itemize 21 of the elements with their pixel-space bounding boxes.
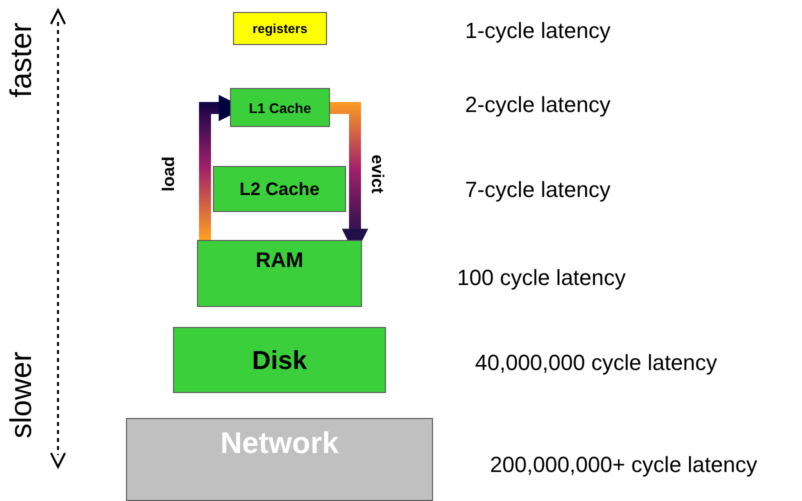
latency-label: 1-cycle latency xyxy=(465,18,611,44)
box-label: registers xyxy=(252,21,308,36)
latency-label: 200,000,000+ cycle latency xyxy=(490,452,758,478)
speed-label: faster xyxy=(5,22,39,98)
speed-label: slower xyxy=(5,352,39,438)
registers-box xyxy=(233,12,327,45)
box-label: L1 Cache xyxy=(248,100,312,116)
cache-box xyxy=(213,166,346,212)
latency-label: 2-cycle latency xyxy=(465,92,611,118)
edge-label: load xyxy=(159,156,179,192)
latency-label: 7-cycle latency xyxy=(465,177,611,203)
network-box xyxy=(126,418,433,501)
edge-label: evict xyxy=(367,154,387,194)
box-label: Network xyxy=(220,427,339,461)
latency-label: 100 cycle latency xyxy=(457,265,626,291)
box-label: RAM xyxy=(256,249,304,273)
box-label: L2 Cache xyxy=(239,178,320,200)
cache-box xyxy=(230,88,330,127)
latency-label: 40,000,000 cycle latency xyxy=(475,350,718,376)
memory-box xyxy=(197,240,362,307)
box-label: Disk xyxy=(252,344,307,376)
